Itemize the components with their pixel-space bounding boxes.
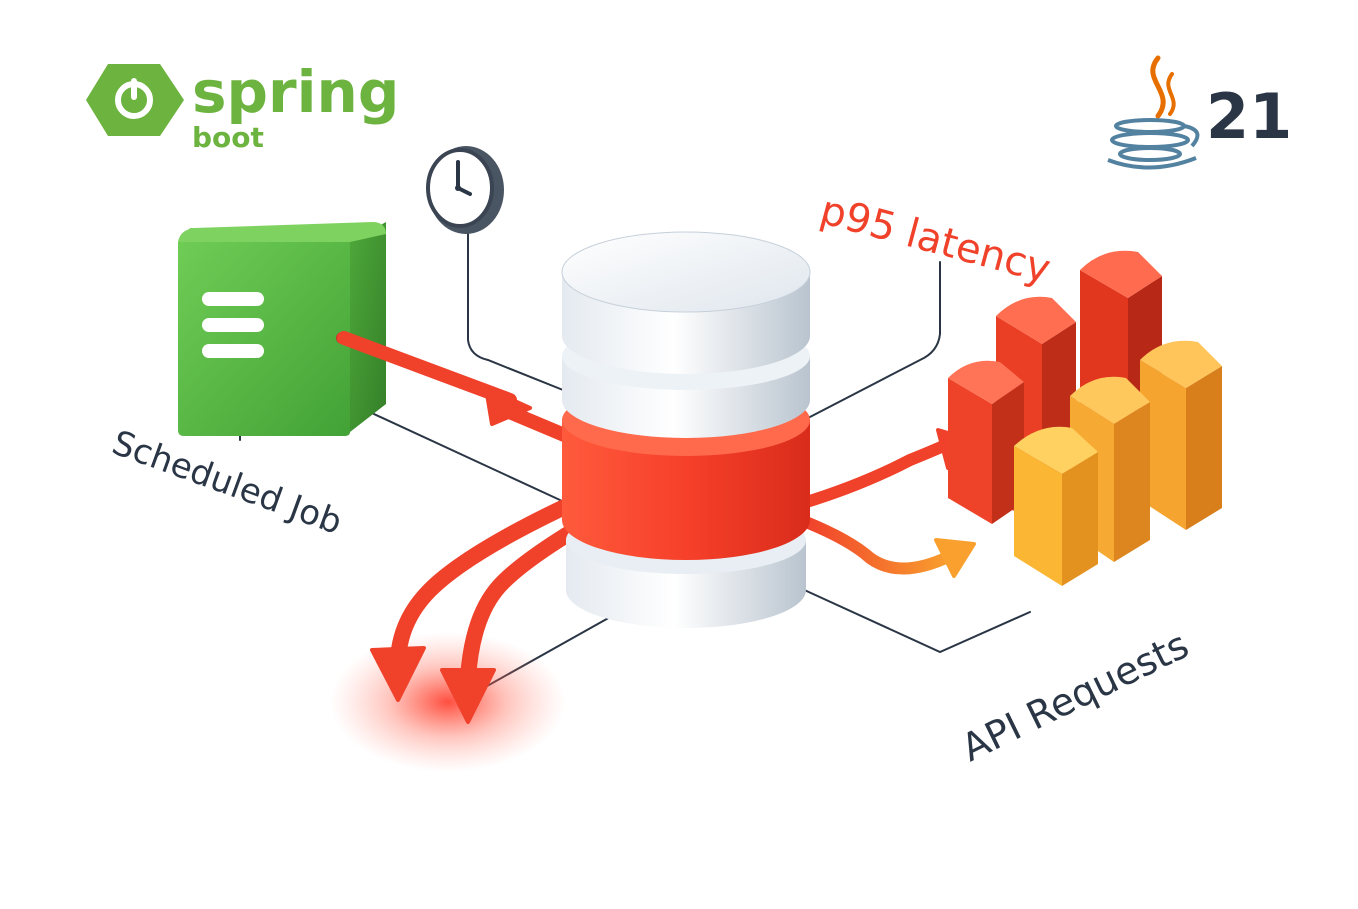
request-arrows (337, 331, 976, 724)
clock-icon (426, 146, 504, 234)
failure-arrow-1 (390, 488, 596, 668)
latency-bar-orange-tall (1140, 340, 1222, 530)
cube-base-line (347, 401, 561, 501)
scheduled-job-label: Scheduled Job (107, 423, 347, 543)
java-version-text: 21 (1206, 80, 1292, 153)
spring-boot-logo: spring boot (86, 58, 399, 154)
failure-arrow-2 (460, 500, 620, 686)
database-icon (561, 231, 811, 628)
latency-bar-red-front (948, 360, 1024, 524)
api-arrow-up (794, 438, 954, 510)
latency-connector-line (807, 261, 941, 419)
server-list-icon (202, 292, 264, 358)
spring-logo-text: spring (192, 58, 399, 126)
java-logo: 21 (1107, 55, 1292, 170)
java-coffee-cup-icon (1107, 55, 1200, 170)
connector-lines (239, 231, 1031, 691)
job-to-db-arrow (337, 331, 517, 407)
p95-latency-label: p95 latency (815, 187, 1055, 292)
error-glow (330, 632, 566, 772)
api-arrow-down (800, 516, 956, 575)
boot-logo-text: boot (192, 121, 264, 154)
clock-connector-line (467, 231, 569, 393)
power-icon (86, 64, 184, 136)
latency-bar-yellow-front (1014, 426, 1098, 586)
api-requests-label: API Requests (955, 623, 1196, 771)
latency-bars (948, 250, 1222, 586)
scheduled-job-cube[interactable] (178, 222, 386, 436)
api-connector-line (799, 587, 1031, 654)
